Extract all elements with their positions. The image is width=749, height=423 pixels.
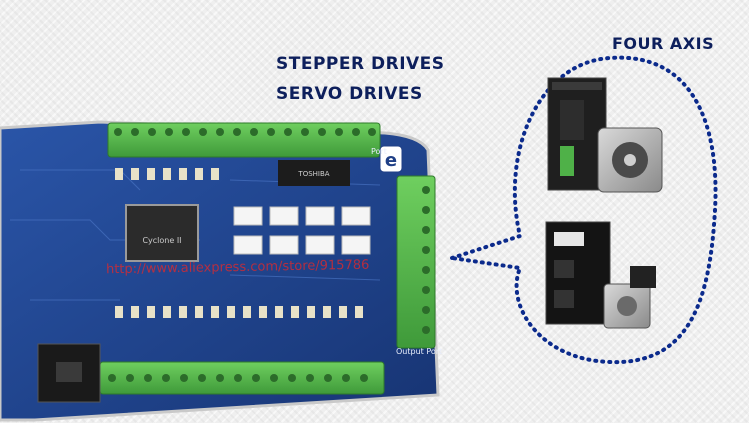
right-terminal-block (396, 175, 436, 349)
servo-motor-icon (603, 266, 656, 329)
chip-text: Cyclone II (142, 236, 181, 245)
fpga-chip: Cyclone II (125, 204, 199, 262)
bottom-terminal-block (99, 361, 385, 395)
ic-text: TOSHIBA (297, 170, 329, 178)
optocoupler-array (233, 206, 371, 255)
board-logo: e (379, 145, 403, 173)
speech-bubble-outline (451, 55, 718, 365)
stepper-drives-title: STEPPER DRIVES (276, 54, 445, 74)
stepper-driver-icon (547, 77, 607, 191)
port-label: Port (371, 147, 387, 156)
logo-letter: e (385, 150, 397, 171)
top-terminal-block (107, 122, 381, 158)
rj45-port (37, 343, 101, 403)
stepper-motor-icon (597, 127, 663, 193)
pcb-board (0, 120, 440, 422)
driver-ic: TOSHIBA (278, 160, 350, 186)
output-port-label: Output Port (396, 347, 443, 356)
resistor-row (115, 168, 363, 318)
servo-drives-title: SERVO DRIVES (276, 84, 423, 104)
servo-driver-icon (545, 221, 611, 325)
four-axis-title: FOUR AXIS (612, 34, 715, 53)
